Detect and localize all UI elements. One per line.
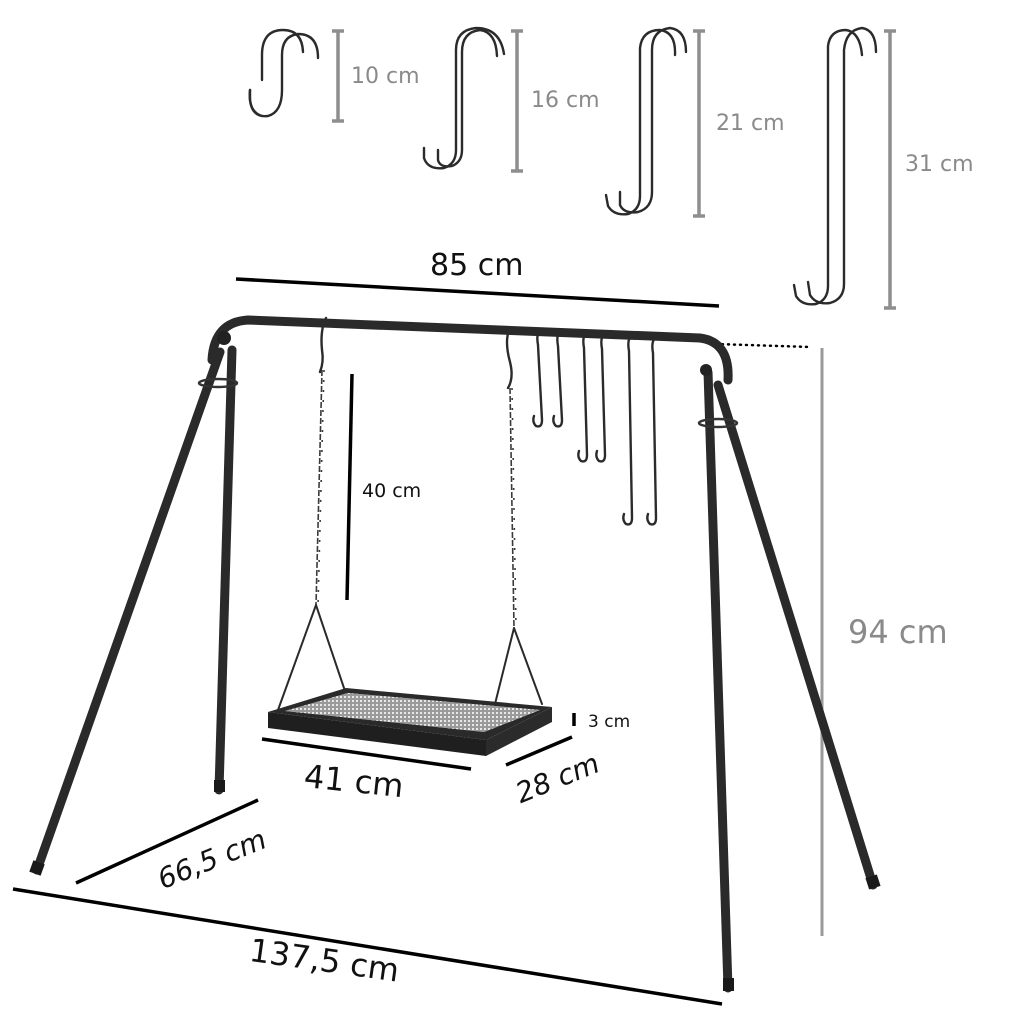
s-hook-icon [552,329,564,428]
left-chain [277,316,347,711]
leg-spread-dimension-line [75,798,259,885]
chain-length-dimension-line [345,373,354,601]
tray-front-side [268,712,486,756]
left-rear-leg [214,345,237,795]
left-front-leg [32,347,225,875]
top-bar-width-dimension-line [235,277,720,308]
tray-depth-dimension-line [505,735,573,767]
left-leg-clip [197,377,239,389]
hook-21cm-label: 21 cm [716,111,785,136]
top-bar-highlight [247,317,701,337]
s-hook-icon [646,336,658,526]
right-front-leg [703,367,733,993]
tray-mesh-pattern [285,693,540,732]
right-joint-bolt [700,364,712,376]
hook-icon-21cm [604,26,688,216]
tray-width-label: 41 cm [302,757,406,806]
right-front-foot-cap [723,978,734,991]
s-hook-icon [622,334,634,526]
height-guide-dotted-line [714,342,812,349]
hook-icon-31cm [792,26,878,306]
chain-s-hook-icon [318,316,328,374]
grill-tray [268,688,552,756]
left-joint-bolt [217,331,231,345]
s-hook-icon [595,332,607,463]
s-hook-icon [532,328,544,428]
tray-width-dimension-line [261,737,472,771]
hook-16cm-label: 16 cm [531,88,600,113]
right-rear-foot-cap [865,874,881,890]
right-chain [485,326,543,741]
right-rear-leg [713,380,878,890]
bar-hooks [532,328,658,526]
chain-s-hook-icon [505,326,513,390]
s-hook-icon [577,331,589,463]
tray-right-side [486,707,552,756]
hook-icon-16cm [422,26,506,170]
chain-length-label: 40 cm [362,480,422,502]
left-rear-foot-cap [214,780,225,792]
top-bar [207,315,733,385]
tray-height-label: 3 cm [588,712,631,732]
hook-10cm-label: 10 cm [351,64,420,89]
overall-width-dimension-line [12,887,723,1006]
overall-height-label: 94 cm [848,613,948,651]
hook-31cm-label: 31 cm [905,152,974,177]
hook-icon-10cm [248,28,320,118]
left-front-foot-cap [29,860,45,876]
right-leg-clip [697,417,739,429]
top-bar-width-label: 85 cm [430,248,524,283]
stand-frame [29,315,881,993]
